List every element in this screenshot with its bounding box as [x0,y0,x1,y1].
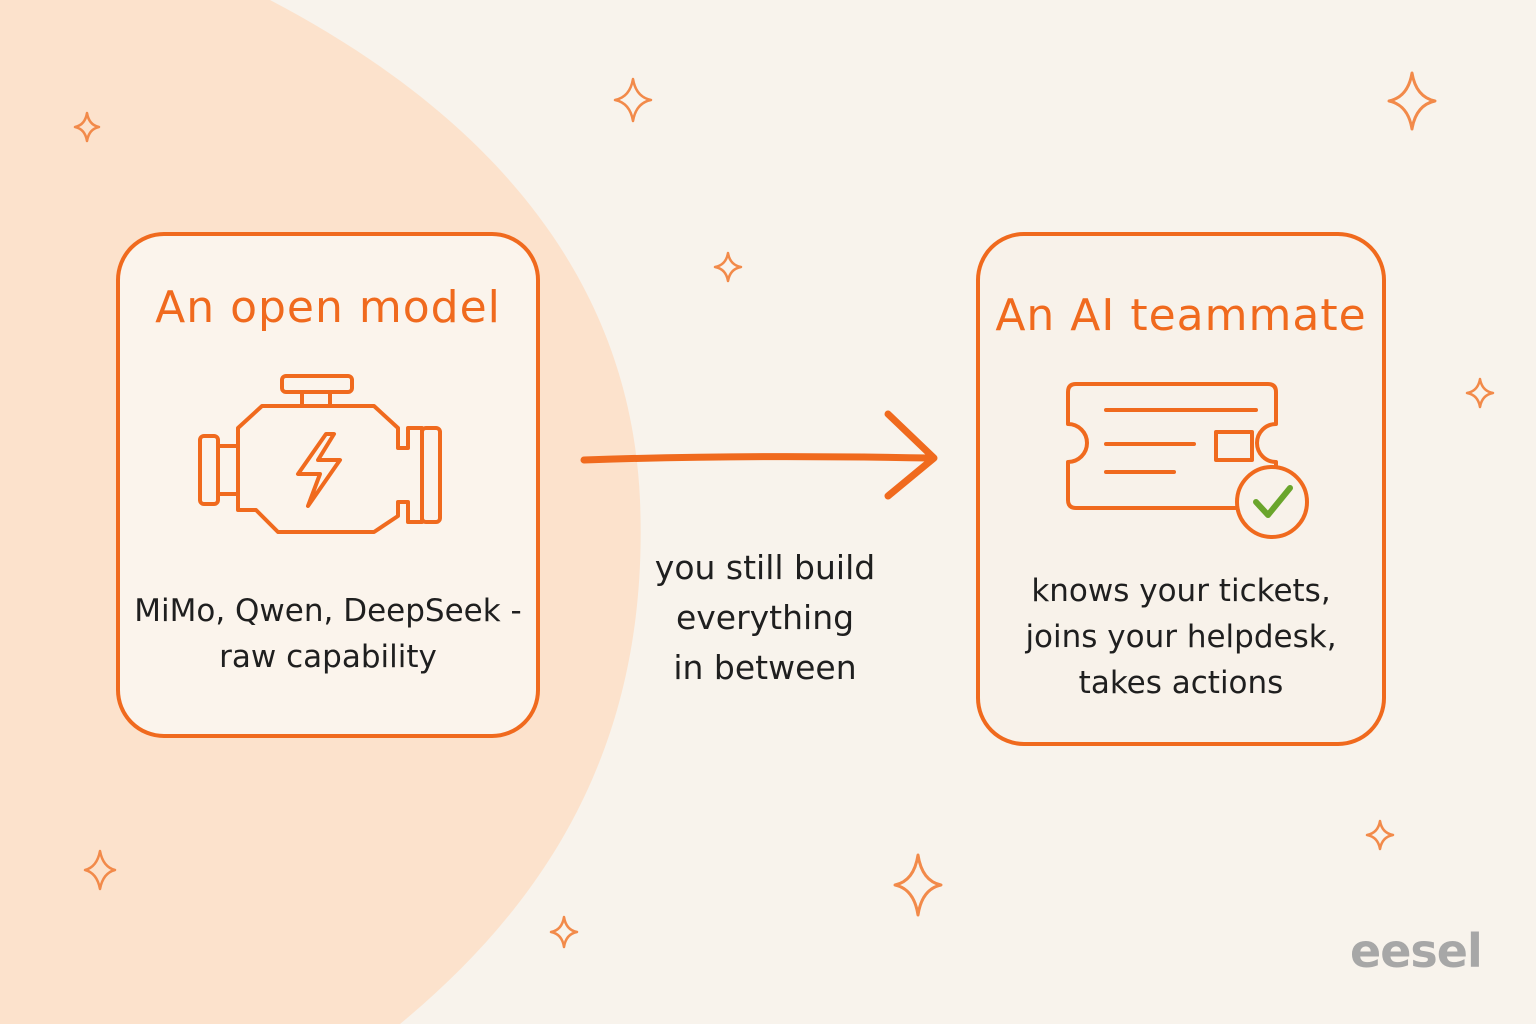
ticket-check-icon [1066,382,1309,539]
ai-teammate-description: knows your tickets, joins your helpdesk,… [990,568,1372,706]
desc-line: MiMo, Qwen, DeepSeek - [134,593,522,629]
sparkle-icon [713,251,743,283]
desc-line: takes actions [1078,665,1284,701]
connector-line: in between [673,648,857,687]
desc-line: joins your helpdesk, [1025,619,1337,655]
brand-logo: eesel [1350,924,1483,978]
sparkle-icon [83,849,117,891]
sparkle-icon [1387,71,1437,131]
sparkle-icon [549,915,579,949]
desc-line: raw capability [219,639,437,675]
engine-bolt-icon [198,374,442,534]
open-model-description: MiMo, Qwen, DeepSeek - raw capability [130,588,526,680]
connector-line: everything [675,598,855,637]
open-model-title: An open model [155,282,501,333]
sparkle-icon [613,77,653,123]
open-model-card: An open model MiMo, Qwen, DeepSeek - raw… [116,232,540,738]
sparkle-icon [73,111,101,143]
ai-teammate-card: An AI teammate knows your tickets, joins… [976,232,1386,746]
ai-teammate-title: An AI teammate [995,290,1367,341]
connector-line: you still build [654,548,876,587]
sparkle-icon [893,853,943,917]
connector-text: you still build everything in between [620,543,910,693]
right-arrow-icon [580,410,938,500]
desc-line: knows your tickets, [1031,573,1331,609]
sparkle-icon [1365,819,1395,851]
sparkle-icon [1465,377,1495,409]
